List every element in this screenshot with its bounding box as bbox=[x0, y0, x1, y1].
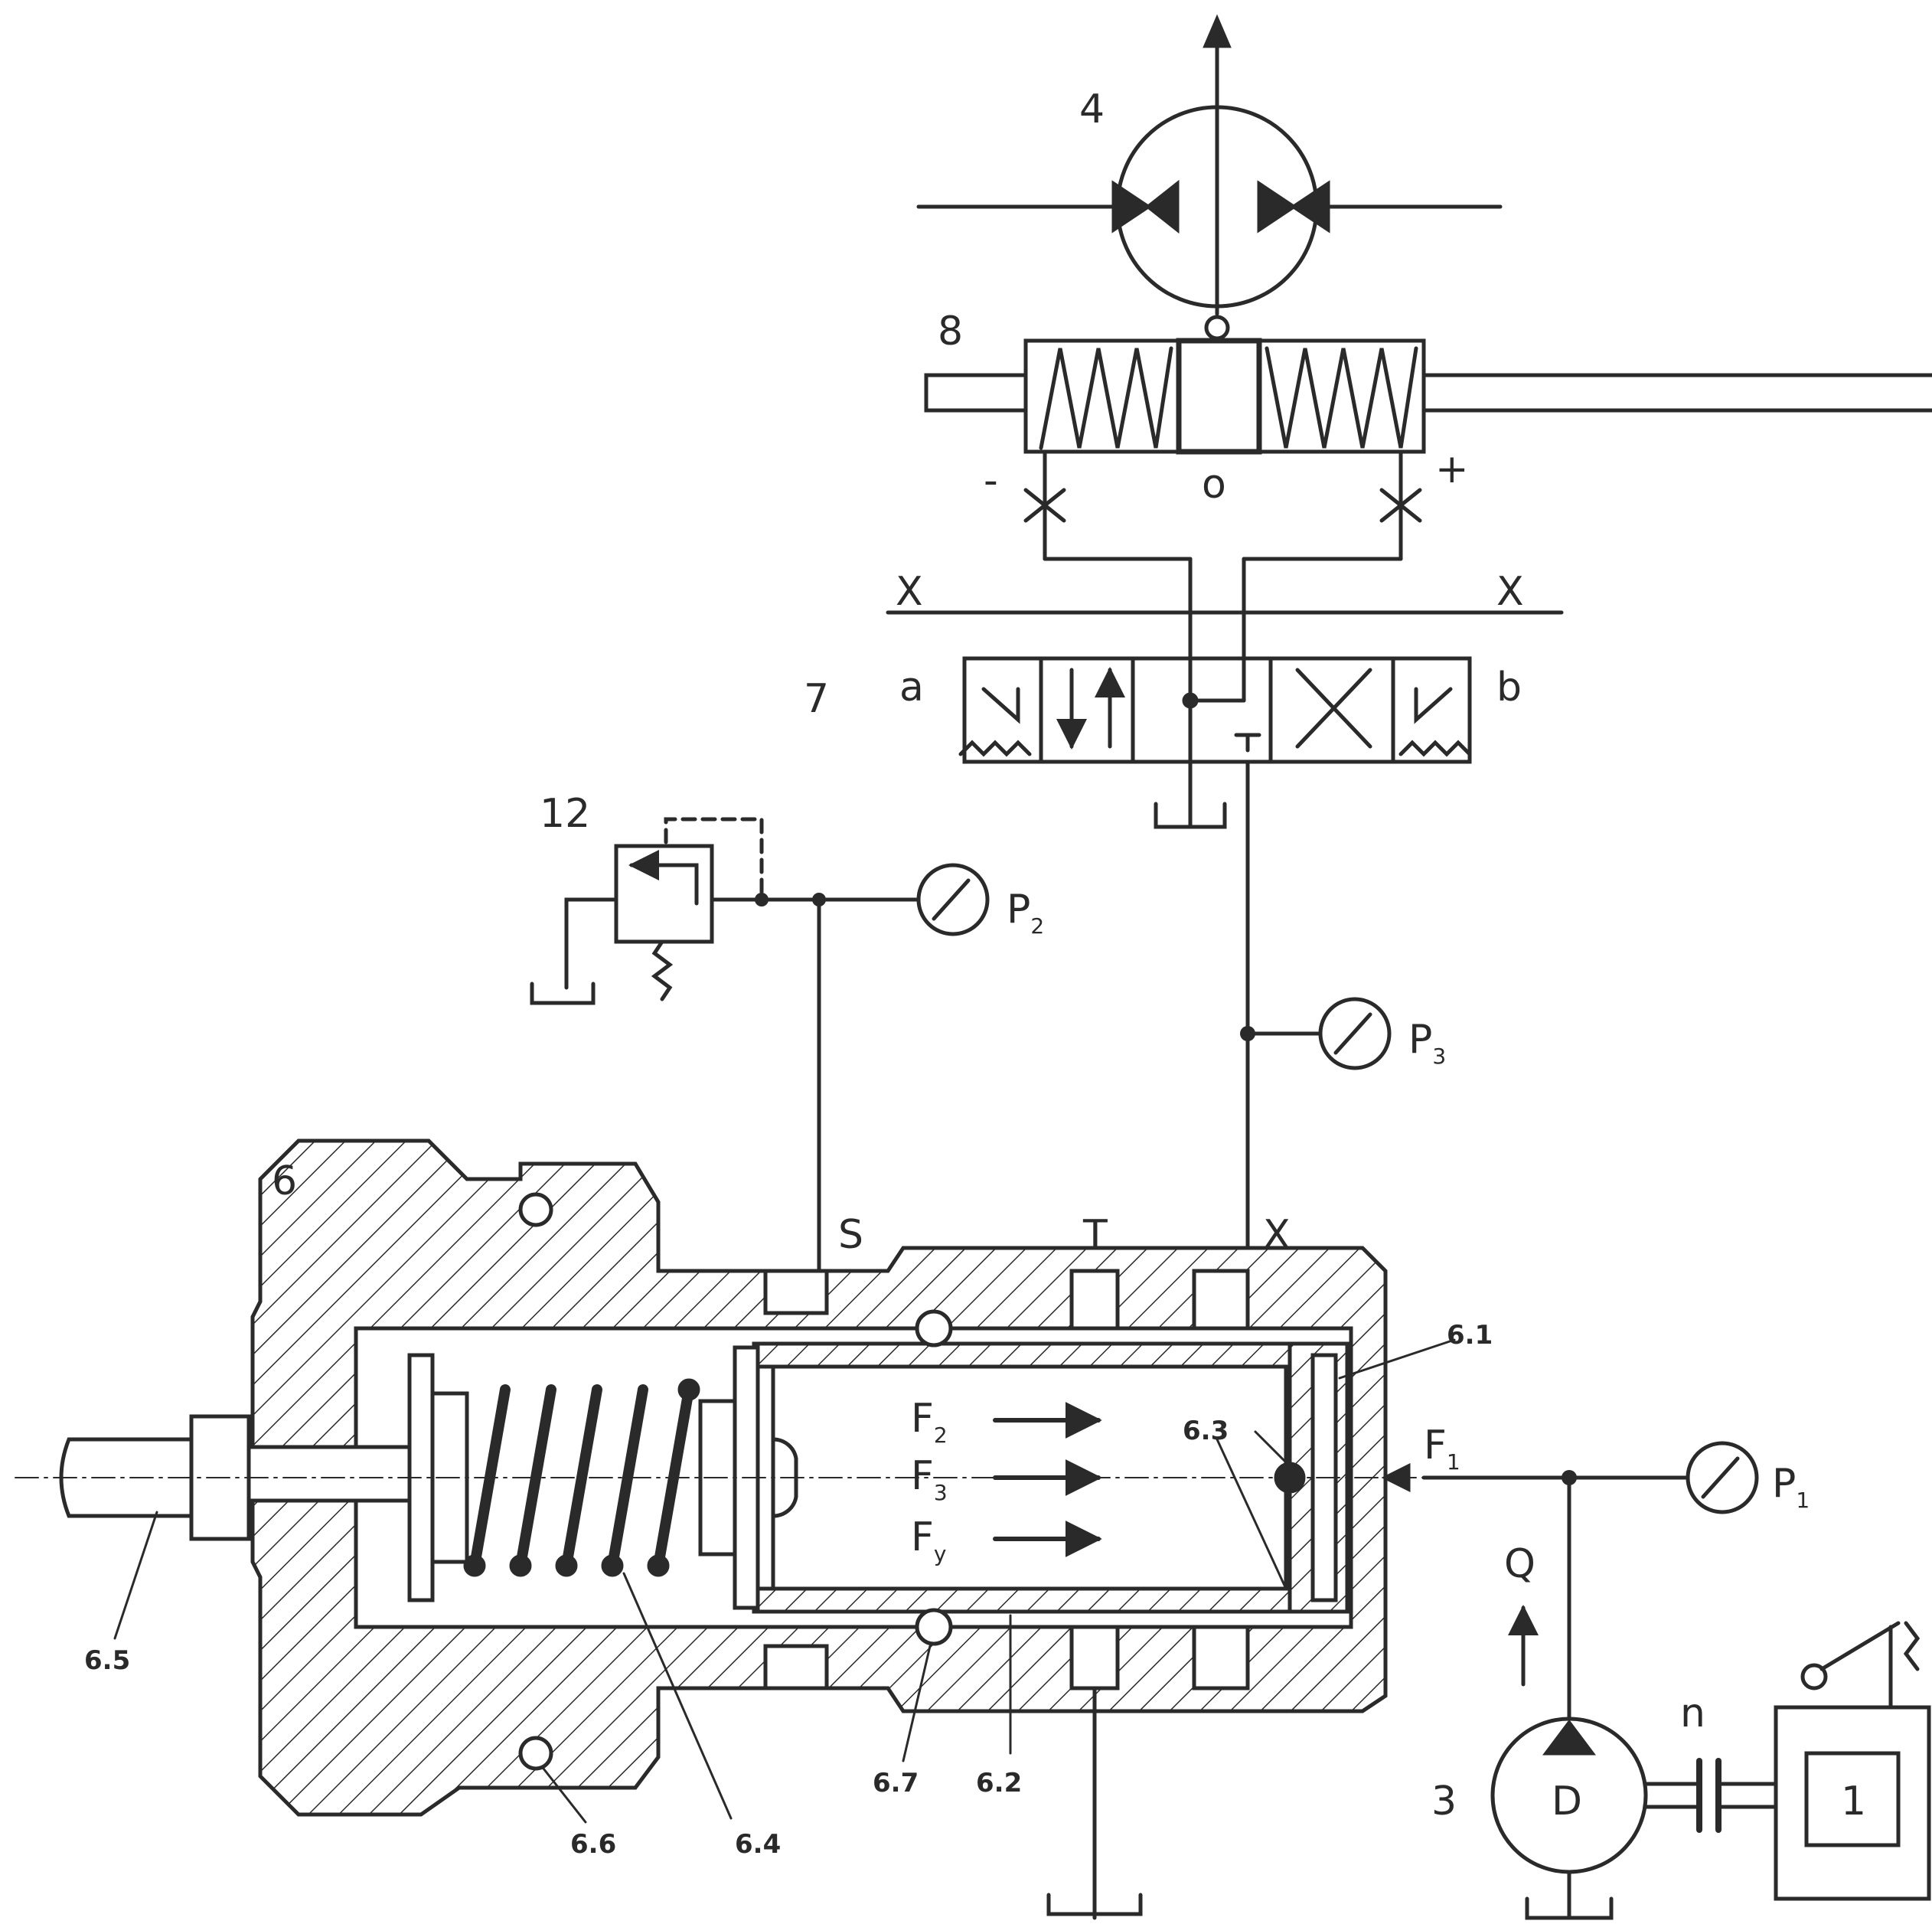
leader-lines bbox=[113, 1338, 1456, 1824]
label-f2: F2 bbox=[911, 1396, 948, 1448]
label-4: 4 bbox=[1079, 87, 1105, 132]
label-6: 6 bbox=[272, 1158, 297, 1204]
label-p3: P3 bbox=[1408, 1017, 1446, 1069]
label-1: 1 bbox=[1841, 1779, 1866, 1824]
adjust-screw-6-5 bbox=[15, 1414, 1425, 1541]
orifice-6-3 bbox=[1274, 1462, 1306, 1494]
label-6-4: 6.4 bbox=[735, 1829, 781, 1860]
label-q: Q bbox=[1504, 1541, 1535, 1587]
gauge-p2 bbox=[916, 863, 990, 936]
pump-3-symbol bbox=[1490, 1475, 1778, 1920]
label-12: 12 bbox=[540, 791, 590, 837]
label-p2: P2 bbox=[1007, 887, 1044, 939]
label-f3: F3 bbox=[911, 1453, 948, 1505]
label-plus: + bbox=[1435, 446, 1469, 492]
label-t: T bbox=[1082, 1212, 1108, 1258]
label-s: S bbox=[838, 1212, 863, 1258]
label-x-left: X bbox=[896, 569, 923, 615]
label-x-right: X bbox=[1496, 569, 1524, 615]
valve-8-symbol bbox=[924, 315, 1932, 615]
label-6-5: 6.5 bbox=[84, 1645, 130, 1676]
label-fy: Fy bbox=[911, 1514, 947, 1566]
label-a: a bbox=[899, 665, 924, 710]
label-6-6: 6.6 bbox=[570, 1829, 616, 1860]
label-6-2: 6.2 bbox=[976, 1768, 1022, 1798]
label-8: 8 bbox=[938, 309, 963, 354]
label-b: b bbox=[1496, 665, 1522, 710]
label-6-1: 6.1 bbox=[1447, 1320, 1493, 1351]
valve-7-symbol bbox=[958, 610, 1472, 829]
label-d: D bbox=[1552, 1779, 1582, 1824]
label-7: 7 bbox=[804, 676, 829, 722]
motor-4-symbol bbox=[916, 14, 1503, 316]
label-3: 3 bbox=[1431, 1779, 1457, 1824]
label-6-3: 6.3 bbox=[1183, 1416, 1229, 1446]
label-x-port: X bbox=[1263, 1212, 1291, 1258]
label-6-7: 6.7 bbox=[873, 1768, 919, 1798]
label-n: n bbox=[1680, 1690, 1705, 1736]
label-f1: F1 bbox=[1424, 1423, 1460, 1475]
gauge-p3 bbox=[1318, 997, 1392, 1070]
label-minus: - bbox=[984, 458, 998, 504]
relief-valve-12-symbol bbox=[530, 817, 921, 1005]
label-zero: o bbox=[1202, 462, 1226, 508]
drive-1-symbol bbox=[1774, 1621, 1931, 1901]
label-p1: P1 bbox=[1772, 1461, 1810, 1513]
gauge-p1 bbox=[1686, 1441, 1759, 1514]
